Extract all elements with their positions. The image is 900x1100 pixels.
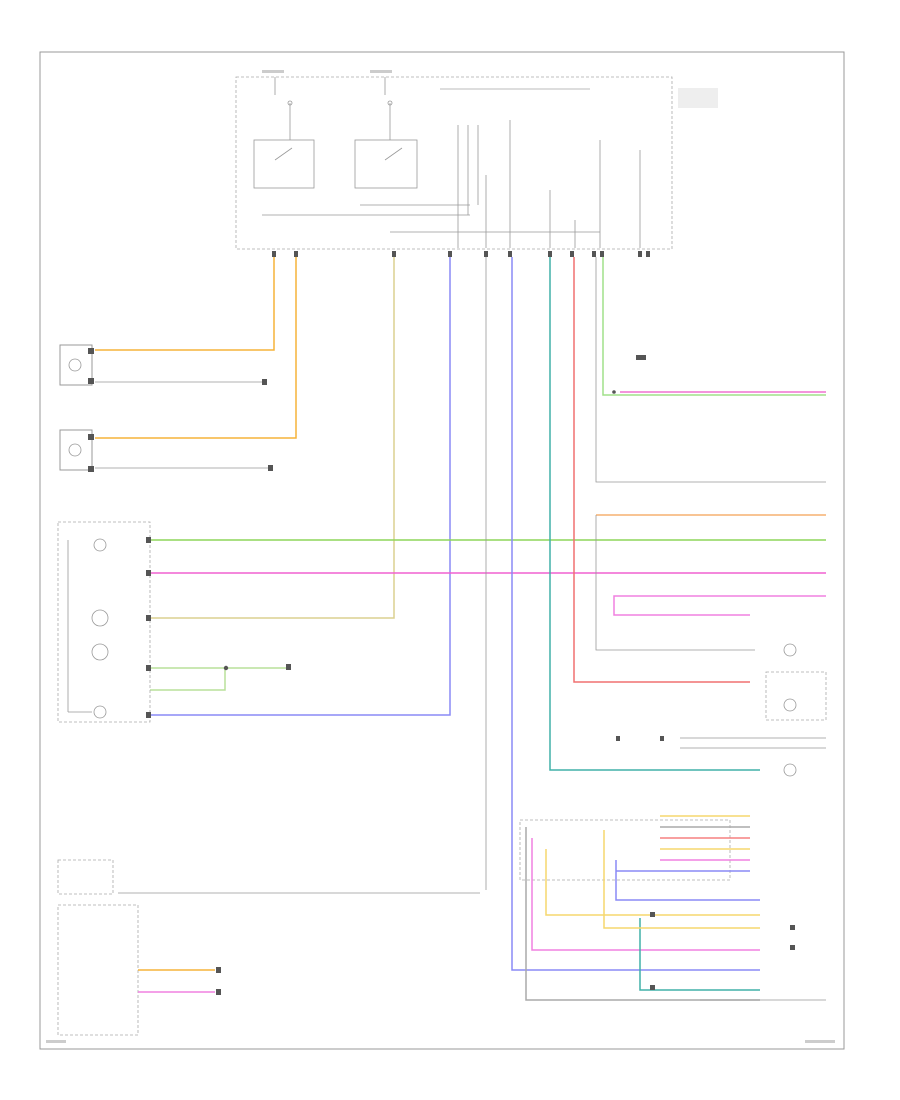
wire-lightgreen-b bbox=[150, 668, 226, 691]
wire-magenta-loop bbox=[613, 595, 826, 616]
wire-blue-left bbox=[150, 257, 451, 716]
wire-gray-right bbox=[595, 257, 826, 483]
wire-orange-1 bbox=[95, 257, 275, 351]
module-connector-pins bbox=[272, 251, 650, 257]
wire-gray-vert bbox=[595, 515, 755, 651]
lower-left-module bbox=[57, 859, 480, 1036]
body-control-module bbox=[235, 70, 718, 250]
lower-right-harness bbox=[519, 815, 826, 1001]
wire-red bbox=[573, 257, 750, 683]
wire-teal bbox=[549, 257, 760, 771]
lamp-icon bbox=[783, 643, 797, 657]
diagram-frame bbox=[39, 51, 845, 1050]
lamp-icon bbox=[91, 609, 109, 627]
right-headlamp-assembly bbox=[616, 643, 827, 777]
lamp-icon bbox=[93, 538, 107, 552]
lamp-icon bbox=[783, 698, 797, 712]
splice-markers bbox=[223, 355, 646, 671]
right-rear-lamp bbox=[59, 429, 94, 472]
wire-tan bbox=[150, 257, 395, 619]
lamp-icon bbox=[68, 358, 82, 372]
wire-blue-right bbox=[511, 257, 760, 971]
lamp-icon bbox=[93, 705, 107, 719]
lamp-relay-right bbox=[354, 139, 418, 189]
left-rear-lamp bbox=[59, 344, 94, 386]
lamp-icon bbox=[783, 763, 797, 777]
lamp-icon bbox=[91, 643, 109, 661]
left-headlamp-assembly bbox=[57, 521, 151, 723]
wire-orange-2 bbox=[95, 257, 297, 439]
lamp-relay-left bbox=[253, 139, 315, 189]
lamp-icon bbox=[68, 443, 82, 457]
wire-lightgreen-right bbox=[602, 257, 826, 396]
